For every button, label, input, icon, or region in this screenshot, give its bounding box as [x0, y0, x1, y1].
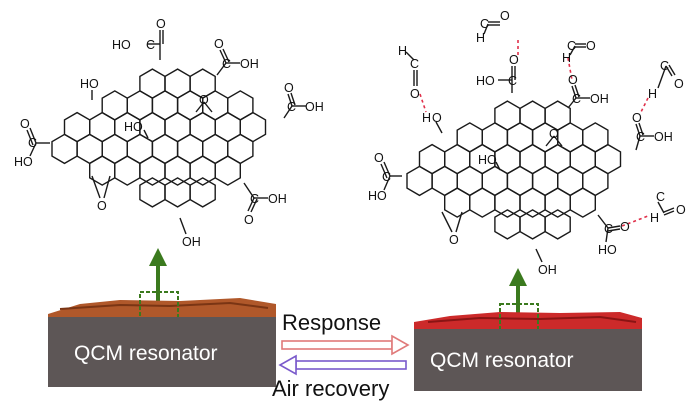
label-cooh-left-c: C: [28, 136, 37, 150]
hexagon-ring: [519, 187, 546, 218]
label-cooh-bottom-right-o: O: [244, 213, 254, 227]
qcm-resonator-left: [48, 317, 276, 387]
qcm-resonator-left-label: QCM resonator: [74, 342, 218, 365]
label-hcho-2-h: H: [476, 31, 485, 45]
label-r-cooh-tr-c: C: [572, 92, 581, 106]
label-r-oh-top-h: H: [422, 111, 431, 125]
label-cooh-left-ho: HO: [14, 155, 33, 169]
label-hcho-5-o: O: [676, 203, 686, 217]
label-cooh-top-right-c: C: [222, 57, 231, 71]
hexagon-ring: [519, 209, 546, 240]
hexagon-lattice-left: [51, 68, 267, 208]
response-label: Response: [282, 310, 381, 335]
label-hcho-1-h: H: [398, 44, 407, 58]
label-hcho-2-o: O: [500, 9, 510, 23]
hexagon-ring: [164, 177, 191, 208]
label-r-cooh-left-ho: HO: [368, 189, 387, 203]
label-cooh-right-oh: OH: [305, 100, 324, 114]
label-epoxy-center: O: [199, 93, 209, 107]
hexagon-ring: [494, 209, 521, 240]
hexagon-ring: [469, 187, 496, 218]
label-r-cooh-left-o: O: [374, 151, 384, 165]
graphene-oxide-film-right: [414, 303, 642, 331]
label-r-cooh-br-c: C: [604, 222, 613, 236]
air-recovery-label: Air recovery: [272, 376, 389, 401]
hexagon-ring: [189, 155, 216, 186]
substituent-bonds-right: [380, 21, 676, 263]
label-epoxy-bottom: O: [97, 199, 107, 213]
label-cooh-left-o: O: [20, 117, 30, 131]
hexagon-ring: [114, 155, 141, 186]
hexagon-ring: [569, 187, 596, 218]
hexagon-ring: [164, 155, 191, 186]
hexagon-ring: [406, 165, 433, 197]
graphene-oxide-molecule-left: HO C O C OH O C OH O O C HO C OH O HO HO…: [14, 17, 324, 249]
hexagon-ring: [494, 187, 521, 218]
label-cooh-top-right-oh: OH: [240, 57, 259, 71]
up-arrow-icon: [509, 268, 527, 314]
label-cooh-right-o: O: [284, 81, 294, 95]
label-r-oh-top-o: O: [432, 111, 442, 125]
label-cooh-top-left-c: C: [146, 38, 155, 52]
label-r-oh-center: HO: [478, 153, 497, 167]
label-oh-top: HO: [80, 77, 99, 91]
label-hcho-3-c: C: [567, 39, 576, 53]
graphene-oxide-film-left: [48, 291, 276, 321]
label-hcho-1-c: C: [410, 57, 419, 71]
label-hcho-5-h: H: [650, 211, 659, 225]
label-r-cooh-br-ho: HO: [598, 243, 617, 257]
label-r-cooh-top-c: C: [508, 74, 517, 88]
label-cooh-right-c: C: [287, 100, 296, 114]
hexagon-ring: [139, 155, 166, 186]
graphene-oxide-molecule-right: H C O H C O H C O H C O H C O HO C O C O…: [368, 9, 686, 277]
label-r-epoxy-bottom: O: [449, 233, 459, 247]
hexagon-lattice-right: [406, 100, 622, 240]
label-hcho-1-o: O: [410, 87, 420, 101]
label-r-cooh-right-c: C: [636, 130, 645, 144]
hexagon-ring: [544, 187, 571, 218]
label-hcho-2-c: C: [480, 17, 489, 31]
label-r-cooh-top-ho: HO: [476, 74, 495, 88]
label-hcho-4-h: H: [648, 87, 657, 101]
qcm-resonator-right: [414, 329, 642, 391]
label-r-cooh-right-oh: OH: [654, 130, 673, 144]
label-r-cooh-br-o: O: [620, 220, 630, 234]
label-cooh-bottom-right-oh: OH: [268, 192, 287, 206]
label-r-cooh-tr-o: O: [568, 73, 578, 87]
hexagon-ring: [214, 155, 242, 186]
label-r-cooh-top-o: O: [509, 53, 519, 67]
label-oh-bottom: OH: [182, 235, 201, 249]
label-r-oh-bottom: OH: [538, 263, 557, 277]
label-cooh-top-left-ho: HO: [112, 38, 131, 52]
label-r-epoxy-center: O: [549, 127, 559, 141]
hexagon-ring: [544, 209, 571, 240]
label-hcho-5-c: C: [656, 190, 665, 204]
label-r-cooh-left-c: C: [382, 170, 391, 184]
label-cooh-top-left-o: O: [156, 17, 166, 31]
hexagon-ring: [51, 133, 78, 165]
hydrogen-bonds: [419, 40, 649, 227]
hexagon-ring: [189, 177, 216, 208]
qcm-resonator-right-label: QCM resonator: [430, 349, 574, 372]
label-hcho-4-c: C: [660, 59, 669, 73]
substituent-bonds-left: [26, 30, 306, 235]
left-arrow-icon: [278, 354, 407, 376]
hexagon-ring: [139, 177, 166, 208]
hexagon-ring: [444, 187, 471, 218]
label-cooh-bottom-right-c: C: [250, 192, 259, 206]
label-oh-center: HO: [124, 120, 143, 134]
label-hcho-3-o: O: [586, 39, 596, 53]
right-arrow-icon: [281, 334, 410, 356]
label-cooh-top-right-o: O: [214, 37, 224, 51]
label-hcho-3-h: H: [562, 51, 571, 65]
label-r-cooh-right-o: O: [632, 111, 642, 125]
film-detail-box-right: [499, 303, 539, 331]
label-r-cooh-tr-oh: OH: [590, 92, 609, 106]
label-hcho-4-o: O: [674, 77, 684, 91]
